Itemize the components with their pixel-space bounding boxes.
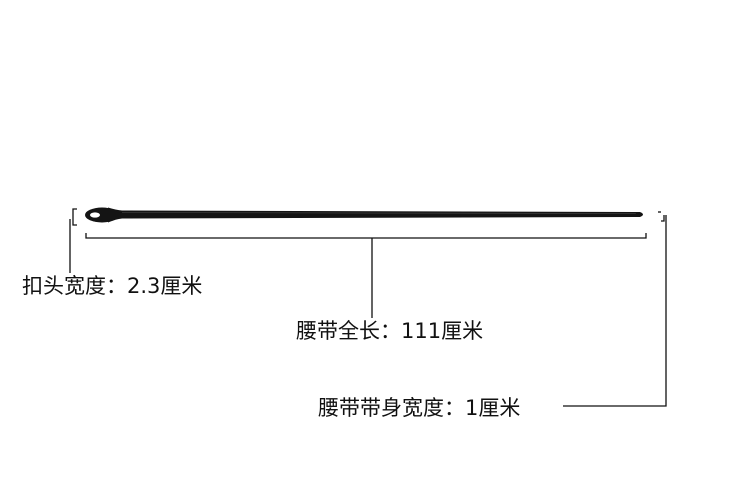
buckle-hole	[90, 212, 100, 218]
belt-buckle-taper	[108, 207, 122, 223]
belt-strap	[118, 210, 643, 219]
belt-width-label: 腰带带身宽度：1厘米	[318, 396, 521, 420]
belt-width-bracket	[563, 211, 667, 407]
buckle-width-label: 扣头宽度：2.3厘米	[22, 274, 203, 298]
buckle-width-bracket	[69, 208, 77, 273]
belt-length-bracket	[85, 233, 647, 318]
belt-highlight	[121, 212, 637, 215]
belt-length-label: 腰带全长：111厘米	[296, 319, 484, 343]
